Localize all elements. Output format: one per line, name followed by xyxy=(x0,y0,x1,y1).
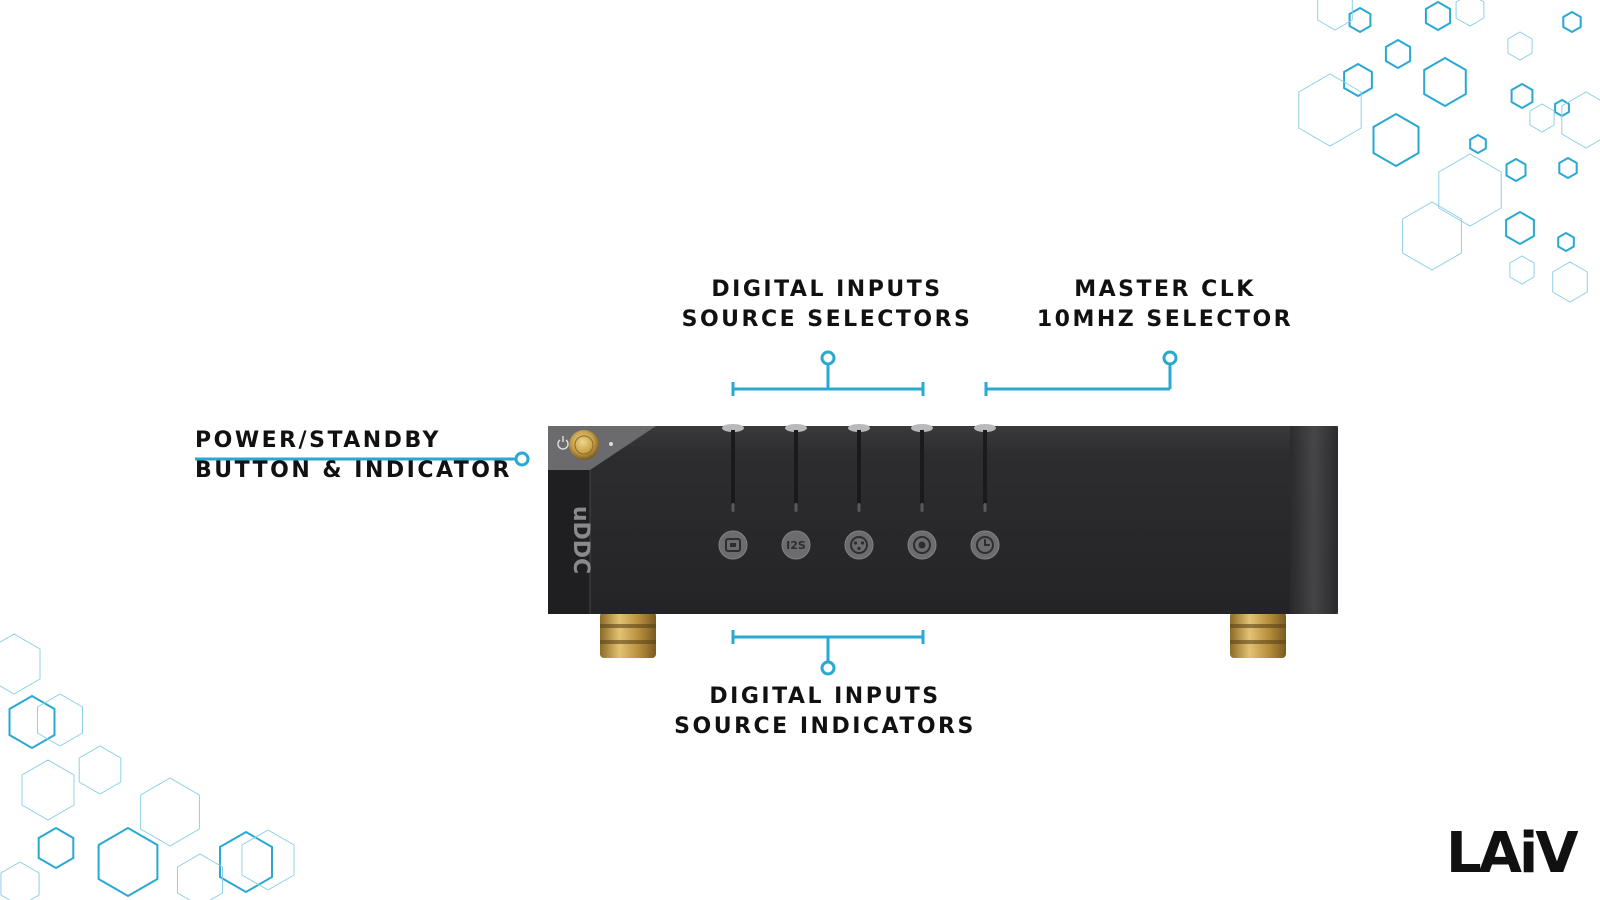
hexagon-shape xyxy=(241,829,295,891)
hexagon-shape xyxy=(1561,91,1600,149)
hexagon-shape xyxy=(1317,0,1353,31)
hexagon-shape xyxy=(140,777,200,847)
hexagon-shape xyxy=(1424,0,1452,32)
hexagon-shape xyxy=(1529,103,1555,133)
hexagon-shape xyxy=(78,745,122,795)
hexagon-shape xyxy=(1348,6,1372,34)
device-side-logo: uDDC xyxy=(568,506,593,574)
hexagon-shape xyxy=(0,633,41,695)
device-chassis xyxy=(548,426,1338,614)
aes-xlr-icon xyxy=(844,530,874,560)
callout-power xyxy=(195,451,530,467)
power-standby-button[interactable] xyxy=(569,430,599,460)
hexagon-pattern-top-right xyxy=(1298,0,1600,303)
callout-master-clk xyxy=(984,350,1178,396)
hexagon-shape xyxy=(8,694,56,750)
i2s-icon: I2S xyxy=(781,530,811,560)
brand-logo: LAiV xyxy=(1446,821,1579,886)
label-power-standby: POWER/STANDBY BUTTON & INDICATOR xyxy=(195,426,512,486)
hexagon-shape xyxy=(37,826,75,870)
hexagon-shape xyxy=(1558,156,1578,180)
hexagon-shape xyxy=(1507,31,1533,61)
usb-icon xyxy=(718,530,748,560)
label-line: 10MHZ SELECTOR xyxy=(1036,307,1294,332)
hexagon-shape xyxy=(1455,0,1485,27)
label-source-selectors: DIGITAL INPUTS SOURCE SELECTORS xyxy=(662,275,992,335)
hexagon-shape xyxy=(21,759,75,821)
hexagon-shape xyxy=(1384,38,1412,70)
source-selector-button-4[interactable] xyxy=(911,424,933,512)
clock-icon xyxy=(970,530,1000,560)
label-line: MASTER CLK xyxy=(1074,277,1256,302)
label-line: SOURCE INDICATORS xyxy=(674,714,976,739)
svg-text:I2S: I2S xyxy=(786,539,806,552)
coaxial-icon xyxy=(907,530,937,560)
hexagon-shape xyxy=(1372,112,1420,168)
hexagon-shape xyxy=(1438,153,1502,227)
hexagon-shape xyxy=(1469,133,1487,155)
source-selector-buttons xyxy=(722,424,996,512)
hexagon-shape xyxy=(0,861,40,900)
hexagon-shape xyxy=(1423,56,1467,108)
hexagon-pattern-bottom-left xyxy=(0,633,295,900)
hexagon-shape xyxy=(1509,255,1535,285)
label-source-indicators: DIGITAL INPUTS SOURCE INDICATORS xyxy=(660,682,990,742)
hexagon-shape xyxy=(97,826,159,898)
label-line: BUTTON & INDICATOR xyxy=(195,458,512,483)
hexagon-shape xyxy=(219,830,273,894)
hexagon-shape xyxy=(1343,62,1373,98)
power-icon xyxy=(557,436,569,450)
label-master-clk: MASTER CLK 10MHZ SELECTOR xyxy=(1010,275,1320,335)
hexagon-shape xyxy=(1510,82,1534,110)
device-foot-left xyxy=(600,612,656,658)
source-selector-button-3[interactable] xyxy=(848,424,870,512)
hexagon-shape xyxy=(1505,157,1527,183)
callout-source-selectors xyxy=(731,350,925,396)
hexagon-shape xyxy=(37,693,83,747)
source-selector-button-1[interactable] xyxy=(722,424,744,512)
device-right-edge xyxy=(1290,426,1338,614)
hexagon-shape xyxy=(1505,210,1535,246)
label-line: POWER/STANDBY xyxy=(195,428,441,453)
hexagon-shape xyxy=(1552,261,1588,303)
hexagon-shape xyxy=(1562,10,1582,34)
power-indicator-led xyxy=(609,442,613,446)
label-line: SOURCE SELECTORS xyxy=(681,307,973,332)
hexagon-shape xyxy=(1402,201,1462,271)
label-line: DIGITAL INPUTS xyxy=(709,684,941,709)
source-indicator-icons: I2S xyxy=(718,530,1000,560)
source-selector-button-5[interactable] xyxy=(974,424,996,512)
device-foot-right xyxy=(1230,612,1286,658)
hexagon-shape xyxy=(1557,231,1575,253)
callout-source-indicators xyxy=(731,630,925,676)
hexagon-shape xyxy=(1298,73,1362,147)
source-selector-button-2[interactable] xyxy=(785,424,807,512)
label-line: DIGITAL INPUTS xyxy=(711,277,943,302)
hexagon-shape xyxy=(177,853,223,900)
